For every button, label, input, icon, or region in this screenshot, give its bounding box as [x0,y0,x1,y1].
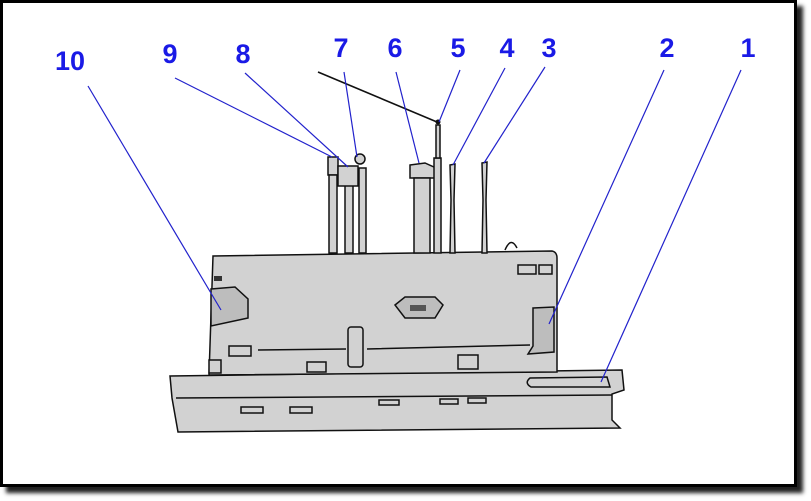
leader-line-4 [452,67,506,166]
bow-plane [210,286,249,327]
leader-line-9 [174,77,333,158]
callout-labels: 1 2 3 4 5 6 7 8 9 10 [55,33,756,76]
masts [317,71,518,254]
label-2: 2 [659,33,674,63]
leader-lines [87,66,742,383]
label-6: 6 [387,33,402,63]
leader-line-10 [87,85,222,311]
label-5: 5 [450,33,465,63]
leader-line-6 [395,71,420,164]
leader-line-3 [483,66,546,164]
antenna-wire [317,71,438,123]
sail-fairing [526,306,555,355]
label-7: 7 [333,33,348,63]
label-1: 1 [740,33,755,63]
leader-line-1 [600,69,742,383]
label-9: 9 [162,39,177,69]
sail [208,250,558,376]
label-8: 8 [235,39,250,69]
label-10: 10 [55,46,85,76]
leader-line-5 [438,69,461,123]
leader-line-2 [548,69,665,325]
leader-line-7 [343,71,358,158]
leader-line-8 [244,72,349,168]
label-3: 3 [541,33,556,63]
hull [169,369,625,433]
label-4: 4 [499,33,514,63]
